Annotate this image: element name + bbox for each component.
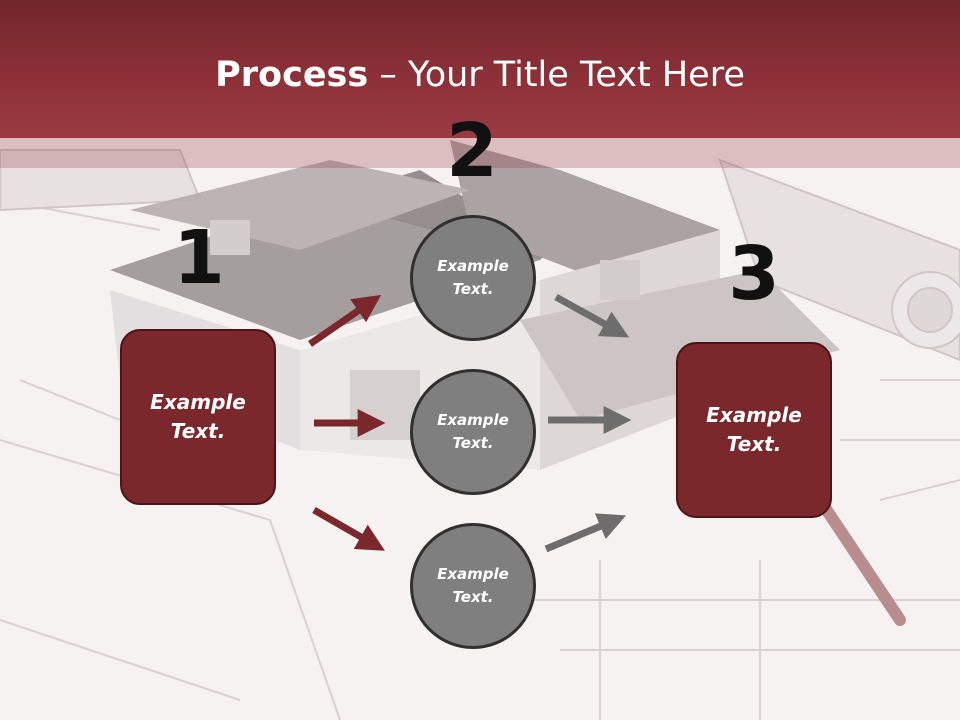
step-number-1: 1 xyxy=(173,215,225,301)
circle-top-line1: Example xyxy=(437,257,509,275)
title-banner-shadow xyxy=(0,138,960,168)
circle-middle-line2: Text. xyxy=(452,434,494,452)
arrow-left-to-top xyxy=(308,294,382,347)
arrow-left-to-bottom xyxy=(312,506,385,551)
title-rest: – Your Title Text Here xyxy=(368,55,745,95)
circle-top-line2: Text. xyxy=(452,280,494,298)
right-box-line1: Example xyxy=(706,403,802,427)
left-box-line2: Text. xyxy=(170,419,226,443)
circle-bottom-line1: Example xyxy=(437,565,509,583)
title-bold: Process xyxy=(215,55,369,95)
arrow-bottom-to-right xyxy=(544,513,627,553)
left-box-line1: Example xyxy=(150,390,246,414)
circle-middle-line1: Example xyxy=(437,411,509,429)
arrow-top-to-right xyxy=(554,293,630,338)
right-box-line2: Text. xyxy=(726,432,782,456)
circle-bottom-line2: Text. xyxy=(452,588,494,606)
title-banner xyxy=(0,0,960,138)
slide-title[interactable]: Process – Your Title Text Here xyxy=(0,52,960,98)
step-number-3: 3 xyxy=(728,231,780,317)
step-number-2: 2 xyxy=(446,108,498,194)
